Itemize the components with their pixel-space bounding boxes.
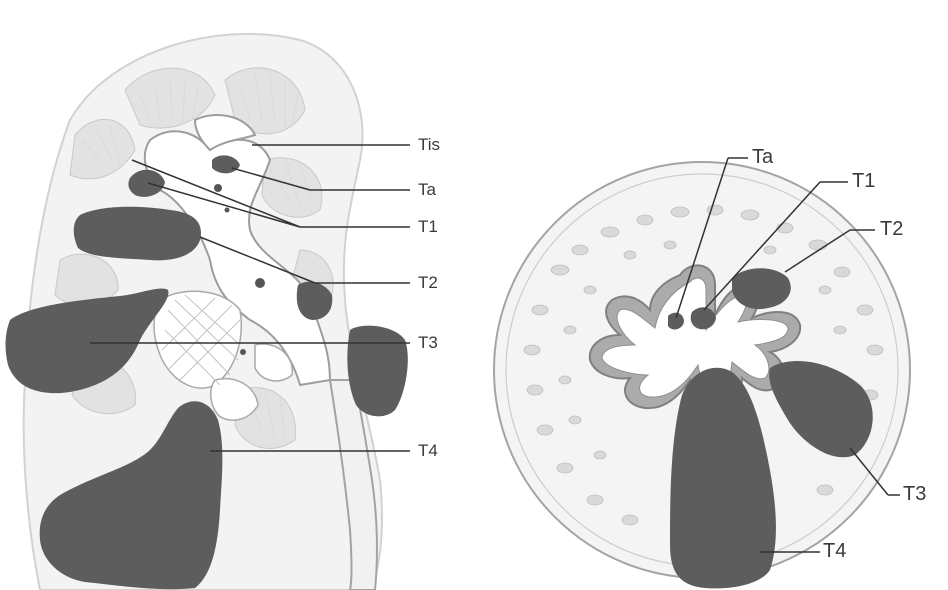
label-t4-right: T4: [823, 541, 846, 561]
label-tis-left: Tis: [418, 136, 440, 153]
label-t1-left: T1: [418, 218, 438, 235]
ureter-cross-section-illustration: [470, 0, 948, 590]
label-ta-left: Ta: [418, 181, 436, 198]
tumor-t3b: [347, 326, 408, 417]
label-t3-left: T3: [418, 334, 438, 351]
label-t3-right: T3: [903, 484, 926, 504]
label-t4-left: T4: [418, 442, 438, 459]
label-t2-left: T2: [418, 274, 438, 291]
label-t2-right: T2: [880, 219, 903, 239]
label-ta-right: Ta: [752, 147, 773, 167]
kidney-section-illustration: [0, 0, 470, 590]
tumor-t2: [74, 207, 201, 261]
label-t1-right: T1: [852, 171, 875, 191]
